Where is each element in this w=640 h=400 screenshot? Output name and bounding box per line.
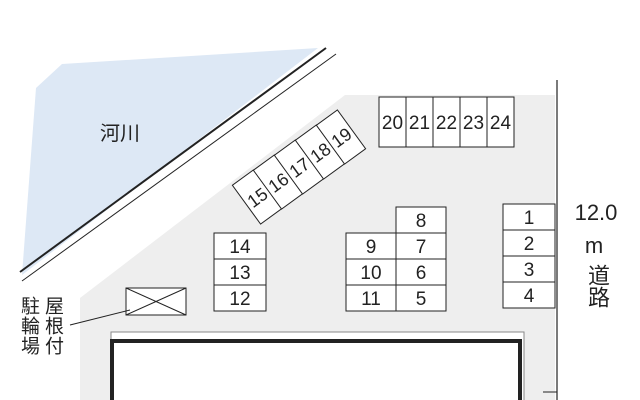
parking-stall-4: 4 — [502, 281, 556, 309]
river-label: 河川 — [100, 122, 140, 145]
bike-parking-label: 駐輪場 — [18, 296, 40, 356]
parking-stall-9: 9 — [345, 232, 397, 260]
stall-number: 3 — [524, 260, 535, 281]
parking-stall-14: 14 — [213, 232, 267, 260]
building-wall — [110, 339, 522, 400]
stall-number: 13 — [229, 263, 250, 284]
stall-number: 8 — [416, 211, 427, 232]
stall-number: 7 — [416, 237, 427, 258]
stall-number: 22 — [436, 113, 457, 134]
bike-parking-leader-line — [69, 309, 131, 326]
road-width-label: 12.0 — [575, 200, 618, 225]
stall-number: 6 — [416, 263, 427, 284]
stall-number: 11 — [361, 289, 381, 310]
parking-stall-23: 23 — [459, 96, 488, 148]
roofed-label: 屋根付 — [42, 296, 64, 356]
stall-number: 23 — [463, 113, 484, 134]
stall-number: 12 — [229, 289, 250, 310]
road-unit-label: m — [585, 233, 603, 258]
parking-stall-20: 20 — [378, 96, 407, 148]
parking-stall-1: 1 — [502, 203, 556, 231]
parking-stall-5: 5 — [395, 284, 447, 312]
parking-stall-16: 16 — [252, 154, 304, 210]
stall-number: 4 — [524, 286, 535, 307]
stall-number: 20 — [382, 113, 403, 134]
parking-stall-13: 13 — [213, 258, 267, 286]
stall-number: 21 — [409, 113, 430, 134]
parking-stall-6: 6 — [395, 258, 447, 286]
parking-stall-22: 22 — [432, 96, 461, 148]
parking-stall-8: 8 — [395, 206, 447, 234]
stall-number: 24 — [490, 113, 512, 134]
river-bank-line — [19, 47, 327, 273]
stall-number: 14 — [229, 237, 251, 258]
stall-number: 1 — [524, 208, 535, 229]
parking-stall-2: 2 — [502, 229, 556, 257]
parking-stall-11: 11 — [345, 284, 397, 312]
parking-lot-area — [80, 95, 555, 400]
river-bank-line-inner — [21, 53, 337, 282]
bike-parking-box — [125, 287, 187, 316]
stall-number: 10 — [360, 263, 381, 284]
parking-stall-7: 7 — [395, 232, 447, 260]
parking-stall-10: 10 — [345, 258, 397, 286]
parking-stall-12: 12 — [213, 284, 267, 312]
stall-number: 5 — [416, 289, 427, 310]
road-label: 道路 — [584, 264, 609, 308]
parking-stall-21: 21 — [405, 96, 434, 148]
parking-stall-3: 3 — [502, 255, 556, 283]
parking-stall-19: 19 — [315, 109, 367, 165]
stall-number: 9 — [366, 237, 377, 258]
stall-number: 2 — [524, 234, 535, 255]
parking-stall-24: 24 — [486, 96, 515, 148]
